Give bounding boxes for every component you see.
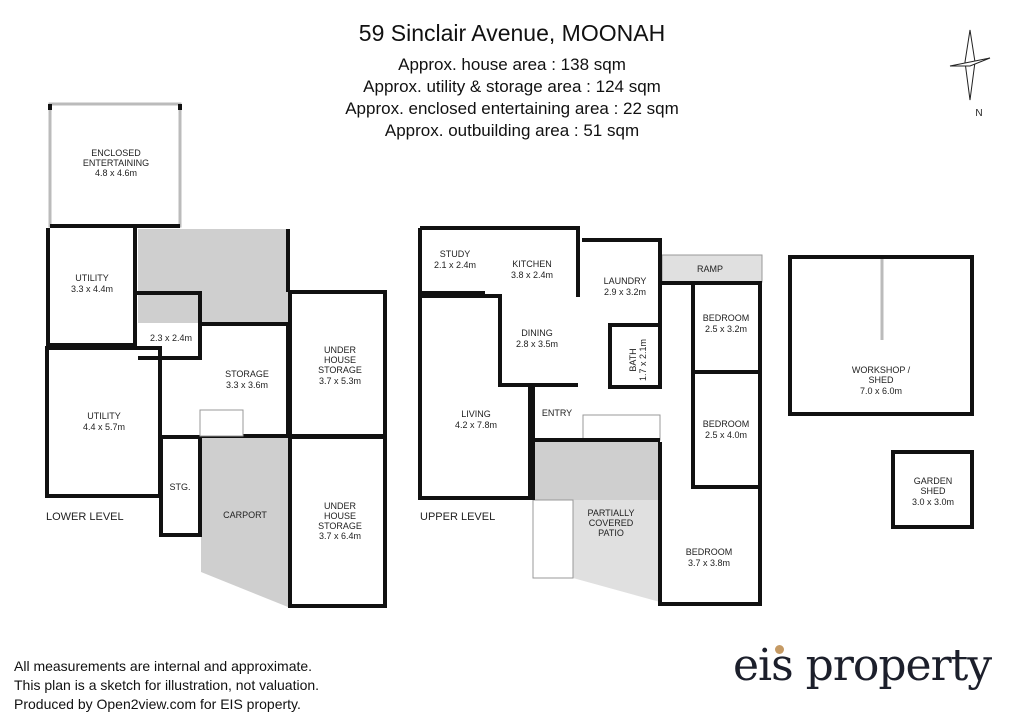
svg-text:STG.: STG. — [169, 482, 190, 492]
outbuilding-area: Approx. outbuilding area : 51 sqm — [384, 121, 640, 140]
logo-dot — [775, 645, 784, 654]
disclaimer-line: Produced by Open2view.com for EIS proper… — [14, 696, 301, 712]
svg-text:BEDROOM: BEDROOM — [686, 547, 733, 557]
svg-text:2.8 x 3.5m: 2.8 x 3.5m — [516, 339, 558, 349]
svg-text:N: N — [975, 108, 982, 119]
disclaimer-line: All measurements are internal and approx… — [14, 658, 313, 674]
svg-text:UTILITY: UTILITY — [87, 411, 121, 421]
svg-text:3.3 x 4.4m: 3.3 x 4.4m — [71, 284, 113, 294]
svg-text:3.8 x 2.4m: 3.8 x 2.4m — [511, 270, 553, 280]
outbuildings: WORKSHOP / SHED 7.0 x 6.0m GARDEN SHED 3… — [788, 255, 974, 529]
svg-text:3.0 x 3.0m: 3.0 x 3.0m — [912, 497, 954, 507]
eis-property-logo: eis property — [733, 640, 992, 691]
svg-text:3.3 x 3.6m: 3.3 x 3.6m — [226, 380, 268, 390]
svg-text:ENCLOSED: ENCLOSED — [91, 148, 141, 158]
svg-text:3.7 x 3.8m: 3.7 x 3.8m — [688, 558, 730, 568]
svg-text:4.2 x 7.8m: 4.2 x 7.8m — [455, 420, 497, 430]
svg-text:SHED: SHED — [868, 375, 894, 385]
svg-text:STUDY: STUDY — [440, 249, 471, 259]
svg-text:UNDER: UNDER — [324, 345, 357, 355]
svg-text:BEDROOM: BEDROOM — [703, 419, 750, 429]
svg-text:ENTERTAINING: ENTERTAINING — [83, 158, 149, 168]
svg-text:WORKSHOP /: WORKSHOP / — [852, 365, 911, 375]
svg-text:UTILITY: UTILITY — [75, 273, 109, 283]
svg-text:4.8 x 4.6m: 4.8 x 4.6m — [95, 168, 137, 178]
disclaimer-line: This plan is a sketch for illustration, … — [14, 677, 320, 693]
svg-text:4.4 x 5.7m: 4.4 x 5.7m — [83, 422, 125, 432]
svg-text:STORAGE: STORAGE — [318, 365, 362, 375]
svg-text:CARPORT: CARPORT — [223, 510, 267, 520]
svg-text:ENTRY: ENTRY — [542, 408, 572, 418]
svg-text:HOUSE: HOUSE — [324, 511, 356, 521]
entertaining-area: Approx. enclosed entertaining area : 22 … — [345, 99, 679, 118]
svg-text:PARTIALLY: PARTIALLY — [587, 508, 634, 518]
svg-text:COVERED: COVERED — [589, 518, 634, 528]
svg-text:2.1 x 2.4m: 2.1 x 2.4m — [434, 260, 476, 270]
svg-text:2.3 x 2.4m: 2.3 x 2.4m — [150, 333, 192, 343]
plan-title: 59 Sinclair Avenue, MOONAH — [358, 20, 666, 46]
svg-text:LIVING: LIVING — [461, 409, 491, 419]
lower-level-plan: ENCLOSED ENTERTAINING 4.8 x 4.6m UTILITY… — [45, 102, 387, 608]
utility-area: Approx. utility & storage area : 124 sqm — [363, 77, 661, 96]
svg-text:UNDER: UNDER — [324, 501, 357, 511]
svg-text:PATIO: PATIO — [598, 528, 624, 538]
svg-text:3.7 x 6.4m: 3.7 x 6.4m — [319, 531, 361, 541]
svg-text:STORAGE: STORAGE — [225, 369, 269, 379]
logo-text: eis property — [733, 640, 992, 691]
svg-text:7.0 x 6.0m: 7.0 x 6.0m — [860, 386, 902, 396]
svg-text:2.9 x 3.2m: 2.9 x 3.2m — [604, 287, 646, 297]
svg-text:LAUNDRY: LAUNDRY — [604, 276, 647, 286]
svg-text:RAMP: RAMP — [697, 264, 723, 274]
svg-text:2.5 x 4.0m: 2.5 x 4.0m — [705, 430, 747, 440]
svg-text:BATH: BATH — [628, 348, 638, 371]
svg-text:KITCHEN: KITCHEN — [512, 259, 552, 269]
svg-text:HOUSE: HOUSE — [324, 355, 356, 365]
svg-text:STORAGE: STORAGE — [318, 521, 362, 531]
svg-text:1.7 x 2.1m: 1.7 x 2.1m — [638, 339, 648, 381]
north-arrow-icon: N — [949, 29, 991, 119]
upper-level-plan: STUDY 2.1 x 2.4m KITCHEN 3.8 x 2.4m LAUN… — [418, 226, 763, 606]
upper-level-label: UPPER LEVEL — [420, 511, 495, 523]
svg-text:BEDROOM: BEDROOM — [703, 313, 750, 323]
svg-text:2.5 x 3.2m: 2.5 x 3.2m — [705, 324, 747, 334]
lower-level-label: LOWER LEVEL — [46, 511, 124, 523]
svg-text:DINING: DINING — [521, 328, 553, 338]
svg-text:3.7 x 5.3m: 3.7 x 5.3m — [319, 376, 361, 386]
svg-text:GARDEN: GARDEN — [914, 476, 953, 486]
area-summary: Approx. house area : 138 sqm Approx. uti… — [0, 54, 1024, 142]
svg-text:SHED: SHED — [920, 486, 946, 496]
disclaimer: All measurements are internal and approx… — [14, 657, 319, 714]
house-area: Approx. house area : 138 sqm — [398, 55, 626, 74]
